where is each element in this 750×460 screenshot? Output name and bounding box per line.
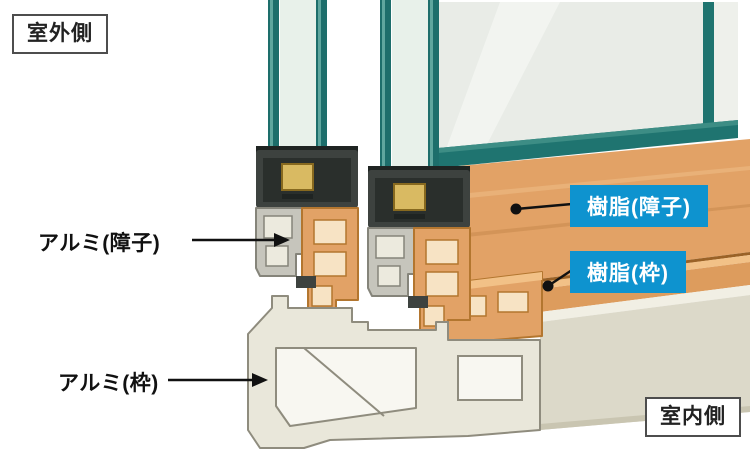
resin-sash-label: 樹脂(障子) — [570, 185, 708, 227]
arrow-icon — [274, 233, 290, 247]
leader-lines — [168, 202, 573, 387]
aluminum-sash-label: アルミ(障子) — [38, 232, 161, 255]
resin-frame-label: 樹脂(枠) — [570, 251, 686, 293]
aluminum-frame-section — [247, 295, 541, 449]
glass-face — [438, 2, 738, 168]
sash-section-outer — [255, 0, 359, 315]
arrow-icon — [252, 373, 268, 387]
outdoor-side-label: 室外側 — [12, 14, 108, 55]
aluminum-frame-label: アルミ(枠) — [58, 372, 159, 395]
indoor-side-label: 室内側 — [645, 397, 741, 438]
